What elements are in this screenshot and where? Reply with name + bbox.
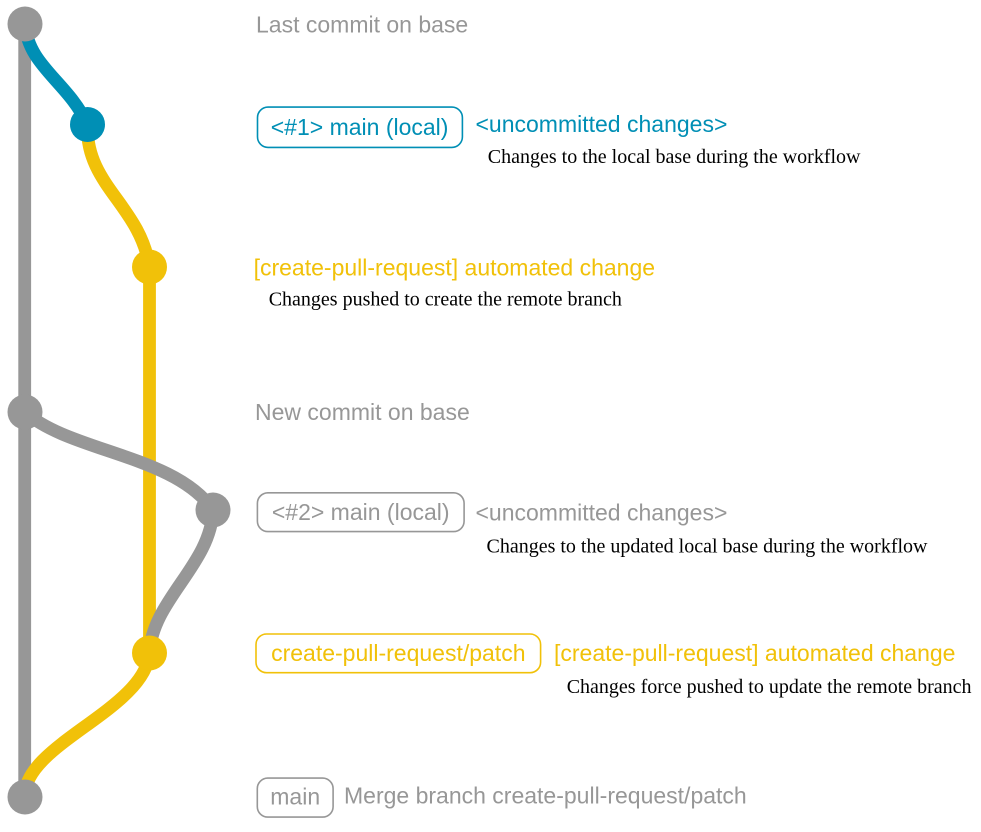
svg-text:[create-pull-request] automate: [create-pull-request] automated change [254, 254, 655, 280]
svg-text:<uncommitted changes>: <uncommitted changes> [476, 500, 728, 526]
svg-text:Merge branch create-pull-reque: Merge branch create-pull-request/patch [344, 783, 747, 809]
svg-text:<#1> main (local): <#1> main (local) [271, 114, 449, 140]
svg-text:<#2> main (local): <#2> main (local) [272, 499, 450, 525]
svg-text:Changes force pushed to update: Changes force pushed to update the remot… [567, 676, 972, 698]
svg-text:Changes to the local base duri: Changes to the local base during the wor… [488, 146, 861, 168]
svg-text:Changes to the updated local b: Changes to the updated local base during… [487, 536, 929, 558]
svg-text:[create-pull-request] automate: [create-pull-request] automated change [554, 640, 955, 666]
svg-text:New commit on base: New commit on base [255, 399, 470, 425]
svg-text:main: main [270, 784, 320, 810]
svg-text:Changes pushed to create the r: Changes pushed to create the remote bran… [269, 289, 622, 311]
svg-text:Last commit on base: Last commit on base [256, 12, 468, 38]
svg-text:create-pull-request/patch: create-pull-request/patch [271, 640, 525, 666]
svg-text:<uncommitted changes>: <uncommitted changes> [476, 111, 728, 137]
